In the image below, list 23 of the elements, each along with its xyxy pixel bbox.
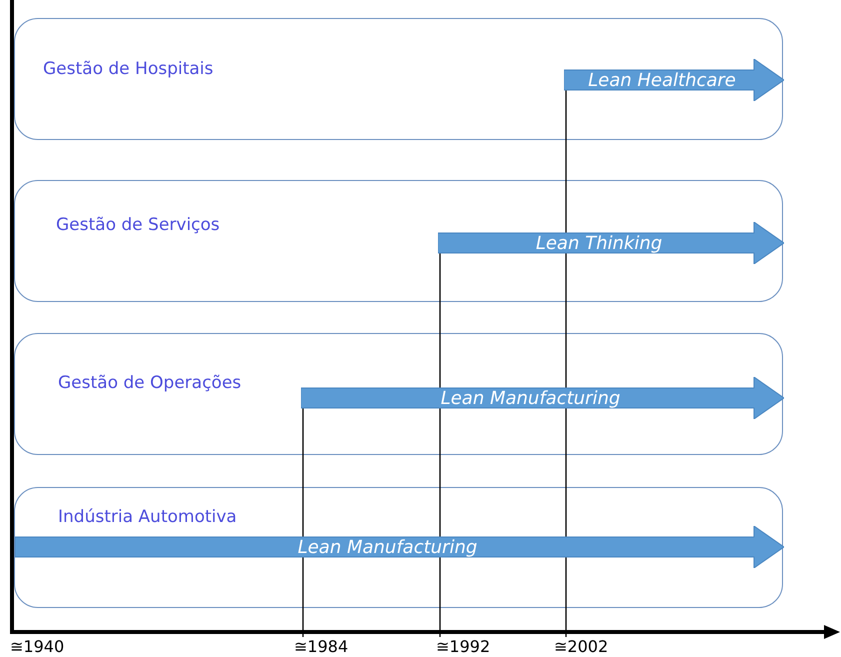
block-arrow — [438, 222, 784, 264]
lane-box — [14, 333, 783, 455]
year-label: ≅2002 — [554, 637, 608, 656]
arrow-label: Lean Thinking — [536, 232, 662, 254]
arrow-label: Lean Manufacturing — [298, 536, 478, 558]
leader-line — [565, 90, 567, 637]
lane-box — [14, 180, 783, 302]
leader-line — [302, 408, 304, 637]
block-arrow — [564, 59, 784, 101]
lane-heading: Gestão de Hospitais — [43, 59, 214, 79]
arrow-label: Lean Manufacturing — [440, 388, 620, 408]
arrow-label: Lean Healthcare — [588, 70, 736, 90]
year-label: ≅1984 — [294, 637, 348, 656]
block-arrow — [15, 526, 784, 568]
lane-heading: Indústria Automotiva — [58, 507, 237, 527]
lane-box — [14, 487, 783, 608]
block-arrow — [301, 377, 784, 419]
lane-box — [14, 18, 783, 140]
year-label: ≅1992 — [436, 637, 490, 656]
leader-line — [439, 253, 441, 637]
lane-heading: Gestão de Serviços — [56, 215, 220, 235]
year-label: ≅1940 — [10, 637, 64, 656]
lane-heading: Gestão de Operações — [58, 373, 242, 393]
